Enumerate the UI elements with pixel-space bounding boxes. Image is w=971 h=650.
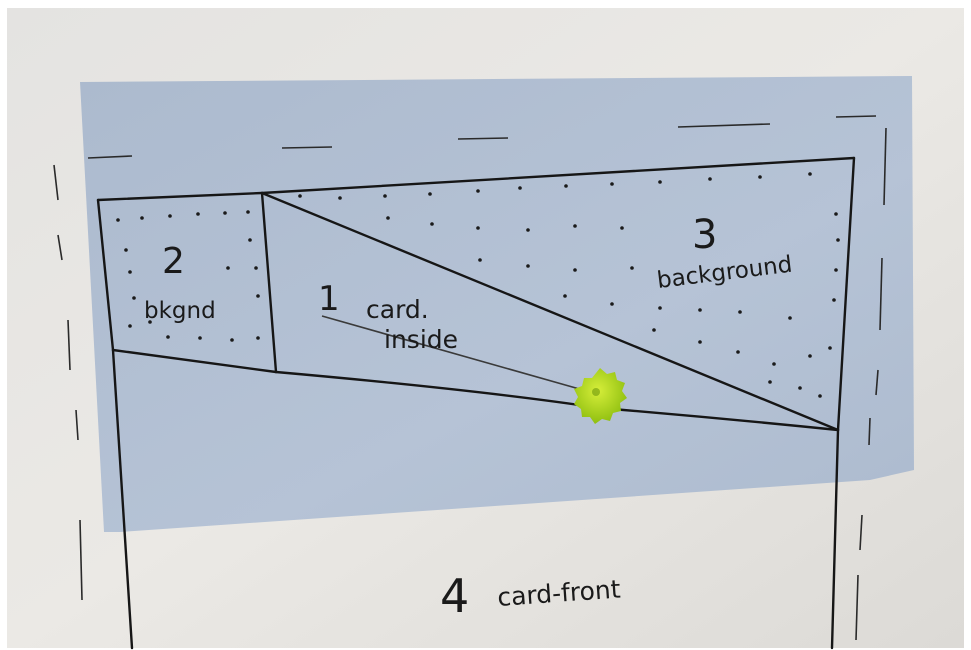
label-1-number: 1 — [318, 279, 340, 319]
label-3-number: 3 — [692, 212, 717, 258]
label-1-text-line2: inside — [384, 325, 458, 354]
label-2-number: 2 — [162, 241, 185, 282]
label-2-text: bkgnd — [144, 298, 216, 324]
label-1-text-line1: card. — [366, 295, 429, 324]
label-4-number: 4 — [440, 569, 469, 623]
